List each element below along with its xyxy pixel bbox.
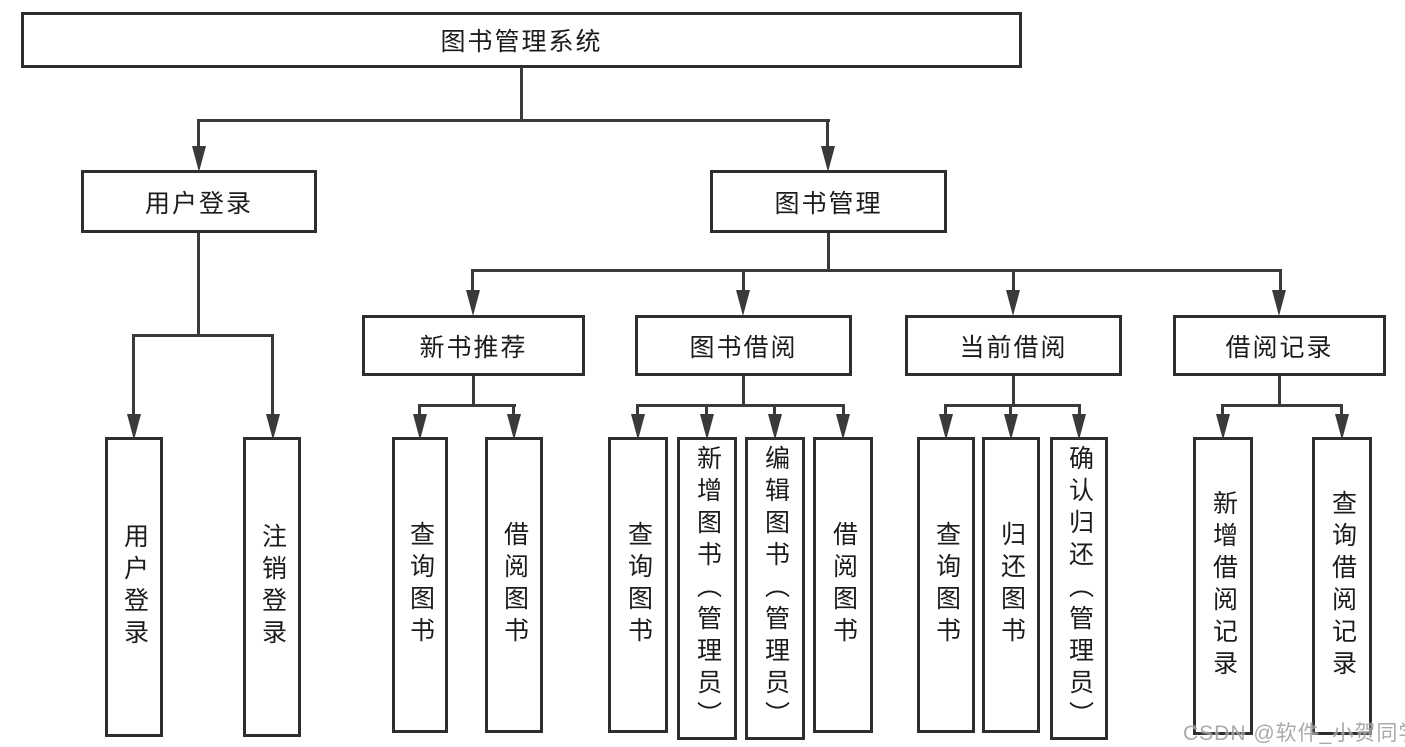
leaf-add-borrow-record: 新增借阅记录 [1193,437,1253,735]
leaf-query-books-borrowing-label: 查询图书 [624,521,653,649]
arrow-down-icon [127,414,141,440]
leaf-query-books-recommend: 查询图书 [392,437,448,733]
connector-stub [1221,404,1224,418]
connector-group-drop [1278,376,1281,407]
connector-stub [636,404,639,418]
node-book-management: 图书管理 [710,170,947,233]
node-root: 图书管理系统 [21,12,1022,68]
leaf-edit-books-admin: 编辑图书（管理员） [745,437,805,740]
arrow-down-icon [1072,414,1086,440]
watermark: CSDN @软件_小贺同学 [1183,722,1405,745]
leaf-add-borrow-record-label: 新增借阅记录 [1209,490,1238,682]
arrow-down-icon [1006,290,1020,316]
leaf-logout-label: 注销登录 [258,523,287,651]
arrow-down-icon [1004,414,1018,440]
node-new-book-recommendation-label: 新书推荐 [419,333,528,362]
leaf-query-books-recommend-label: 查询图书 [406,521,435,649]
connector-stub [742,269,745,292]
connector-stub [1009,404,1012,418]
arrow-down-icon [1335,414,1349,440]
connector-stub [471,269,474,292]
leaf-user-login: 用户登录 [105,437,163,737]
connector-group-rail [636,404,845,407]
leaf-query-borrow-record: 查询借阅记录 [1312,437,1372,735]
connector-group-rail [418,404,516,407]
arrow-down-icon [836,414,850,440]
arrow-down-icon [768,414,782,440]
leaf-query-books-current: 查询图书 [917,437,975,733]
connector-stub [132,334,135,416]
arrow-down-icon [1216,414,1230,440]
arrow-down-icon [266,414,280,440]
arrow-down-icon [631,414,645,440]
connector-group-drop [472,376,475,407]
arrow-down-icon [1272,290,1286,316]
leaf-user-login-label: 用户登录 [120,523,149,651]
connector-stub [944,404,947,418]
connector-stub [1012,269,1015,292]
connector-stub [773,404,776,418]
connector-stub [271,334,274,416]
connector-group-rail [1221,404,1343,407]
arrow-down-icon [466,290,480,316]
connector-stub [842,404,845,418]
connector-stub [1078,404,1081,418]
node-book-borrowing-label: 图书借阅 [689,333,798,362]
arrow-down-icon [507,414,521,440]
node-book-management-label: 图书管理 [774,189,883,218]
node-root-label: 图书管理系统 [440,28,603,56]
leaf-confirm-return-admin-label: 确认归还（管理员） [1065,444,1094,733]
leaf-borrow-books-recommend-label: 借阅图书 [500,521,529,649]
leaf-borrow-books-recommend: 借阅图书 [485,437,543,733]
connector-stub [197,119,200,149]
connector-group-rail [944,404,1081,407]
node-current-borrowing-label: 当前借阅 [959,333,1068,362]
node-user-login: 用户登录 [81,170,317,233]
connector-stub [418,404,421,418]
connector-userlogin-rail [132,334,274,337]
connector-stub [705,404,708,418]
arrow-down-icon [192,146,206,172]
node-book-borrowing: 图书借阅 [635,315,852,376]
node-borrowing-records-label: 借阅记录 [1225,333,1334,362]
arrow-down-icon [821,146,835,172]
connector-stub [512,404,515,418]
leaf-query-books-current-label: 查询图书 [932,521,961,649]
arrow-down-icon [939,414,953,440]
connector-bookmgmt-drop [827,233,830,272]
leaf-confirm-return-admin: 确认归还（管理员） [1050,437,1108,740]
leaf-add-books-admin: 新增图书（管理员） [677,437,737,740]
connector-root-drop [520,67,523,122]
connector-userlogin-drop [197,233,200,336]
node-current-borrowing: 当前借阅 [905,315,1122,376]
node-new-book-recommendation: 新书推荐 [362,315,585,376]
leaf-edit-books-admin-label: 编辑图书（管理员） [761,444,790,733]
arrow-down-icon [736,290,750,316]
connector-stub [1340,404,1343,418]
node-user-login-label: 用户登录 [144,189,253,218]
leaf-borrow-books: 借阅图书 [813,437,873,733]
leaf-return-books: 归还图书 [982,437,1040,733]
connector-stub [826,119,829,149]
leaf-return-books-label: 归还图书 [997,521,1026,649]
arrow-down-icon [700,414,714,440]
leaf-logout: 注销登录 [243,437,301,737]
leaf-add-books-admin-label: 新增图书（管理员） [693,444,722,733]
connector-group-drop [742,376,745,407]
connector-root-rail [197,119,830,122]
arrow-down-icon [413,414,427,440]
node-borrowing-records: 借阅记录 [1173,315,1386,376]
leaf-query-books-borrowing: 查询图书 [608,437,668,733]
connector-bookmgmt-rail [471,269,1282,272]
leaf-borrow-books-label: 借阅图书 [829,521,858,649]
leaf-query-borrow-record-label: 查询借阅记录 [1328,490,1357,682]
connector-stub [1279,269,1282,292]
connector-group-drop [1012,376,1015,407]
